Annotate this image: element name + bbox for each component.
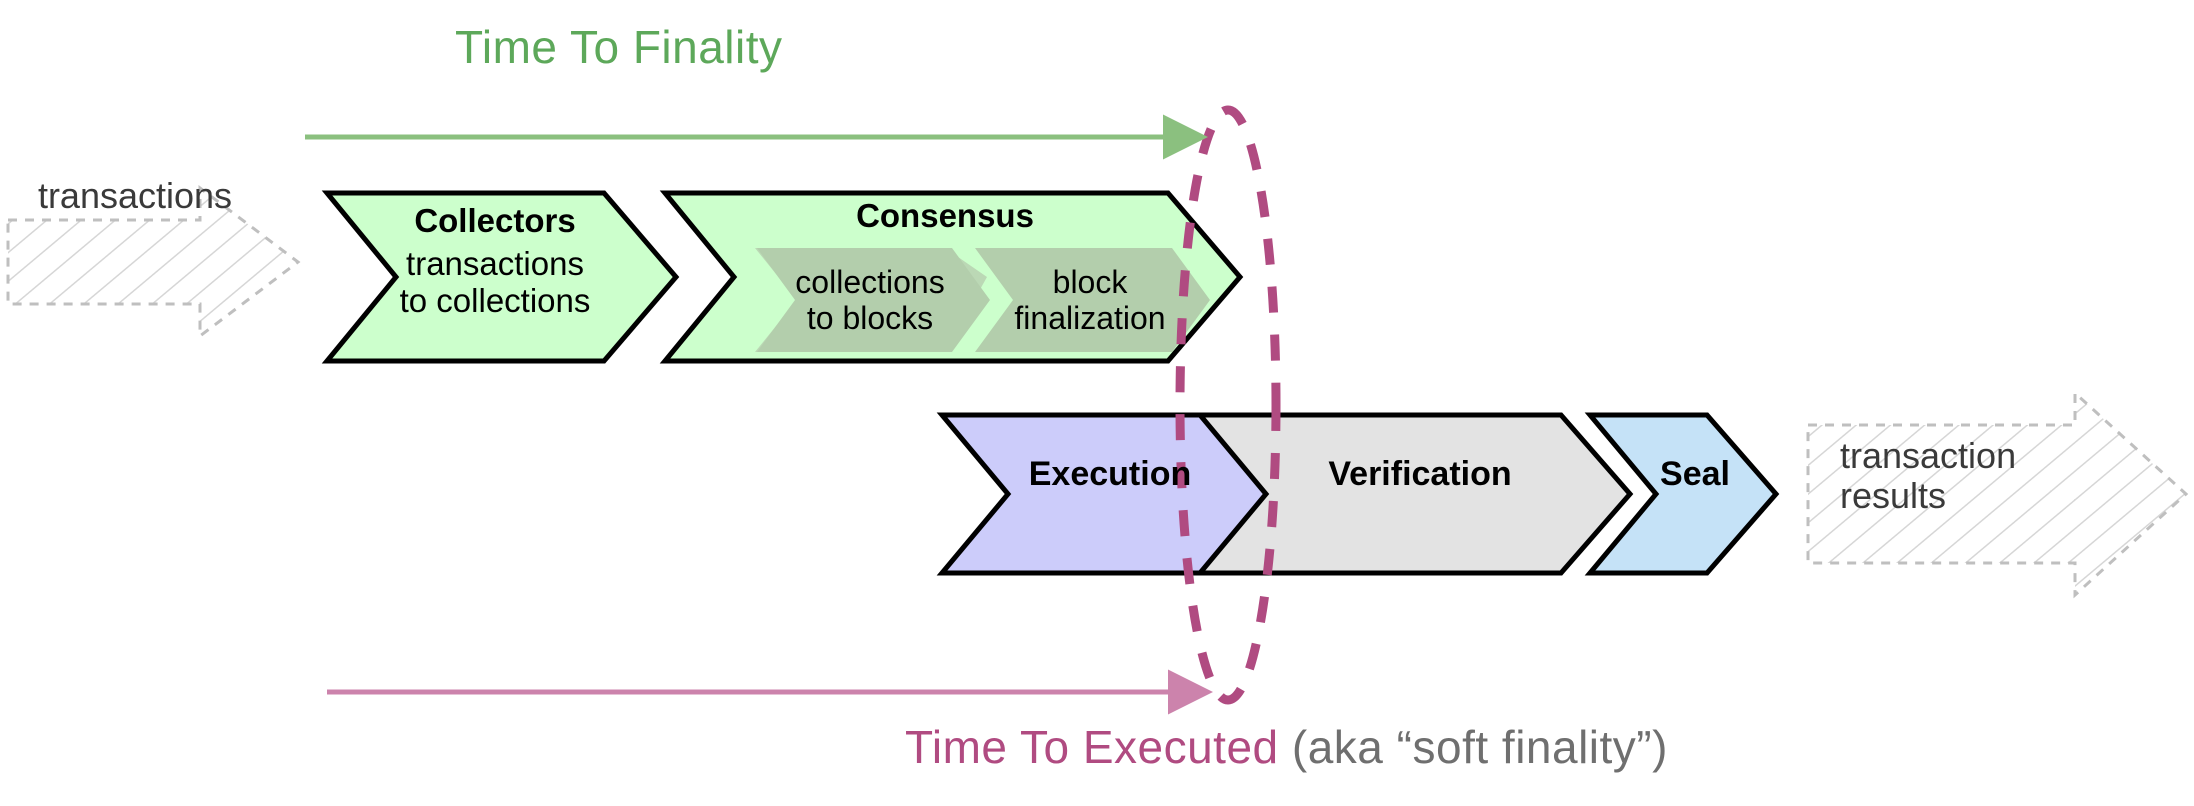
time-to-executed-subtitle: (aka “soft finality”) bbox=[1278, 721, 1668, 773]
time-to-executed-title: Time To Executed bbox=[905, 721, 1279, 773]
stage-consensus-shape[interactable] bbox=[659, 190, 1244, 364]
stage-collectors-shape[interactable] bbox=[321, 190, 680, 364]
stage-seal-shape[interactable] bbox=[1584, 412, 1780, 576]
time-to-executed-caption: Time To Executed (aka “soft finality”) bbox=[905, 720, 1668, 774]
output-transaction-results-shape bbox=[1806, 389, 2189, 599]
time-to-finality-title: Time To Finality bbox=[455, 21, 783, 73]
stage-verification-shape[interactable] bbox=[1194, 412, 1634, 576]
substep-block-finalization-shape bbox=[975, 248, 1210, 352]
finality-boundary-ellipse bbox=[1175, 105, 1281, 705]
input-transactions-shape bbox=[6, 184, 301, 340]
